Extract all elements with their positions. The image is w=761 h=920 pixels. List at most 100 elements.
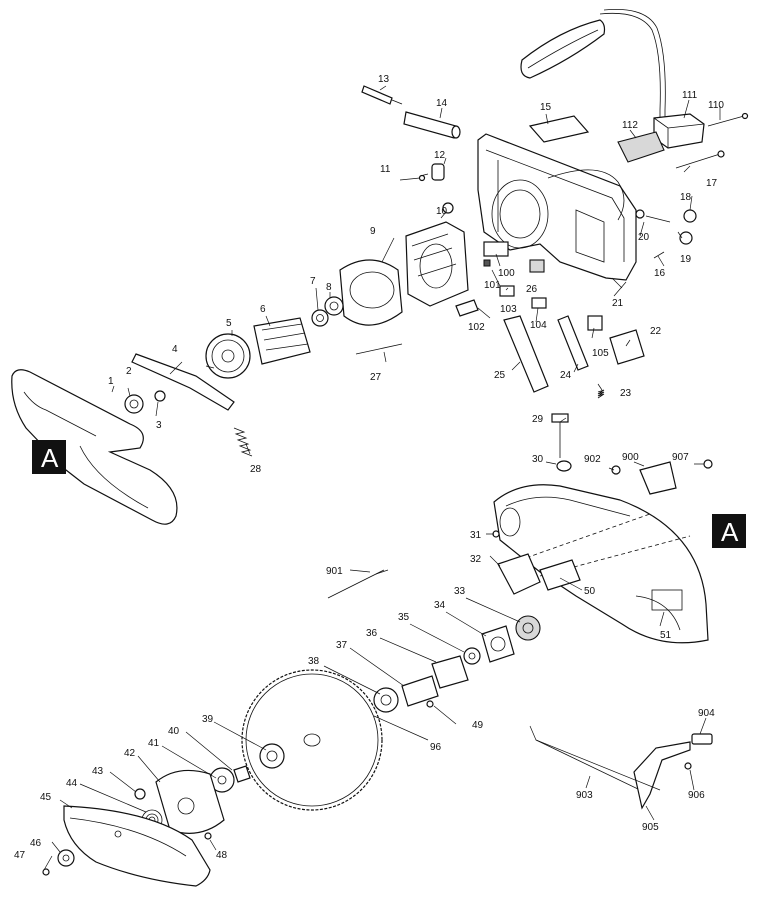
marker-a-left-text: A [41,443,59,473]
bearing-box-34 [481,625,515,663]
label-7: 7 [310,276,316,287]
bracket-4 [131,353,235,411]
cap-904 [691,733,713,745]
safety-cover-45 [63,805,211,887]
label-110: 110 [708,100,724,111]
bearing-2 [124,394,144,414]
marker-a-right: A [712,514,746,548]
bearing-35 [463,647,481,665]
screw-48 [204,832,212,840]
spring-28 [233,427,253,457]
plate-41 [209,767,235,793]
label-902: 902 [584,454,601,465]
leader-lines [43,85,721,871]
lever-24 [557,315,589,371]
label-4: 4 [172,344,178,355]
label-44: 44 [66,778,78,789]
bracket-112 [617,131,665,163]
screw-47 [42,868,50,876]
label-27: 27 [370,372,382,383]
label-40: 40 [168,726,180,737]
label-112: 112 [622,120,638,131]
rod-903 [535,739,641,791]
washer-3 [154,390,166,402]
label-49: 49 [472,720,484,731]
label-29: 29 [532,414,544,425]
label-96: 96 [430,742,442,753]
label-50: 50 [584,586,596,597]
handle-1 [11,369,178,525]
label-35: 35 [398,612,410,623]
cap-19 [679,231,693,245]
lever-905 [633,741,691,810]
ring-top [442,202,454,214]
flange-39 [259,743,285,769]
label-38: 38 [308,656,320,667]
plate-50 [539,559,581,591]
label-111: 111 [682,90,698,101]
bearing-7 [311,309,329,327]
label-3: 3 [156,420,162,431]
label-26: 26 [526,284,538,295]
gear-33 [515,615,541,641]
label-18: 18 [680,192,692,203]
label-13: 13 [378,74,390,85]
screw-16 [653,251,665,259]
label-15: 15 [540,102,552,113]
label-36: 36 [366,628,378,639]
cap-18 [683,209,697,223]
label-25: 25 [494,370,506,381]
label-12: 12 [434,150,446,161]
brush-holders-100-105 [455,241,603,331]
washer-46 [57,849,75,867]
label-907: 907 [672,452,689,463]
bolt-40 [233,765,251,783]
label-34: 34 [434,600,446,611]
screw-110 [707,112,749,127]
label-100: 100 [498,268,515,279]
center-cover-42 [155,769,225,834]
label-1: 1 [108,376,114,387]
spring-23 [597,389,605,399]
label-6: 6 [260,304,266,315]
cord-13 [361,85,403,105]
label-46: 46 [30,838,42,849]
sleeve-14 [403,111,461,139]
marker-a-left: A [32,440,66,474]
spring-902 [611,465,621,475]
screw-11 [399,174,426,182]
label-51: 51 [660,630,672,641]
label-22: 22 [650,326,662,337]
bracket-32 [497,553,541,595]
washer-30 [556,460,572,472]
label-31: 31 [470,530,482,541]
marker-a-right-text: A [721,517,739,547]
label-101: 101 [484,280,501,291]
label-41: 41 [148,738,160,749]
screw-906 [684,762,692,770]
label-19: 19 [680,254,692,265]
strain-relief-12 [431,163,445,181]
bolt-27 [355,343,403,355]
label-905: 905 [642,822,659,833]
label-43: 43 [92,766,104,777]
label-2: 2 [126,366,132,377]
label-9: 9 [370,226,376,237]
label-plate-15 [528,115,590,143]
label-10: 10 [436,206,448,217]
label-30: 30 [532,454,544,465]
label-104: 104 [530,320,547,331]
label-8: 8 [326,282,332,293]
label-39: 39 [202,714,214,725]
label-33: 33 [454,586,466,597]
label-42: 42 [124,748,136,759]
label-20: 20 [638,232,650,243]
label-906: 906 [688,790,705,801]
armature-6-5 [205,317,311,379]
plate-22 [609,329,645,365]
label-48: 48 [216,850,228,861]
label-21: 21 [612,298,624,309]
screw-49 [426,700,434,708]
label-24: 24 [560,370,572,381]
